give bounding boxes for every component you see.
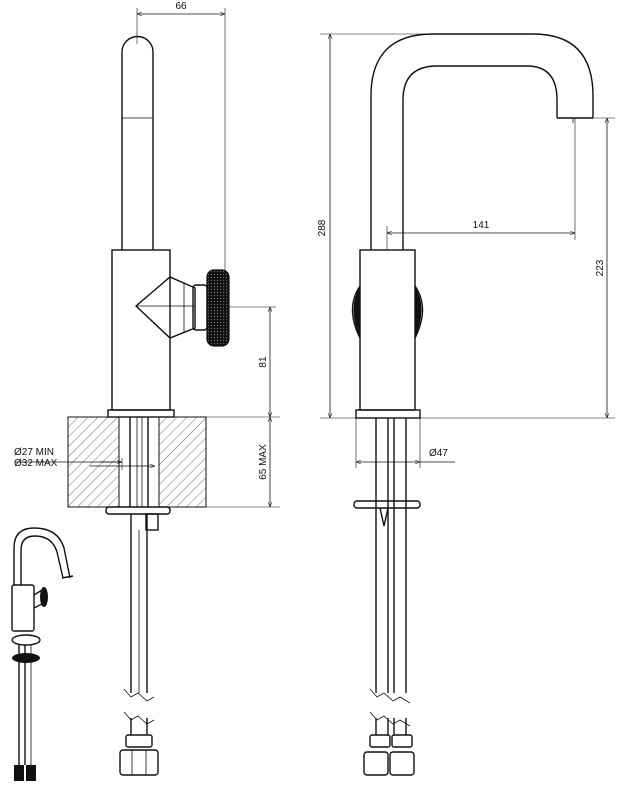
dim-spout-offset: 66 bbox=[175, 1, 187, 12]
dim-hole-min: Ø27 MIN bbox=[14, 447, 54, 458]
front-knurled-wheel-left bbox=[351, 285, 361, 339]
front-knurled-wheel-right bbox=[414, 285, 424, 339]
front-mounting-plate bbox=[353, 500, 421, 509]
perspective-thumbnail bbox=[11, 527, 74, 781]
side-view: 66 81 65 MAX Ø27 MIN Ø32 MAX bbox=[14, 1, 280, 776]
dim-hole-max: Ø32 MAX bbox=[14, 458, 58, 469]
front-hose-nut-left bbox=[363, 751, 389, 776]
side-spout-tube bbox=[121, 35, 154, 250]
side-hose-nut bbox=[119, 749, 159, 776]
front-spout-outer bbox=[370, 33, 594, 250]
side-handle-connector bbox=[134, 276, 196, 339]
front-hose-nut-right bbox=[389, 751, 415, 776]
front-view: 288 141 223 Ø47 bbox=[317, 33, 615, 776]
front-body bbox=[359, 249, 416, 411]
dim-base-diameter: Ø47 bbox=[429, 448, 448, 459]
side-mounting-plate bbox=[105, 506, 171, 515]
front-spout-inner bbox=[402, 65, 558, 250]
dim-handle-height: 81 bbox=[258, 356, 269, 368]
dim-spout-height: 223 bbox=[595, 259, 606, 276]
side-knurled-wheel bbox=[206, 269, 230, 347]
dim-deck-thickness: 65 MAX bbox=[258, 444, 269, 480]
front-base-flange bbox=[355, 409, 421, 419]
dim-total-height: 288 bbox=[317, 219, 328, 236]
dim-spout-reach: 141 bbox=[473, 220, 490, 231]
side-mounting-nut bbox=[145, 513, 159, 531]
side-base-flange bbox=[107, 409, 175, 418]
